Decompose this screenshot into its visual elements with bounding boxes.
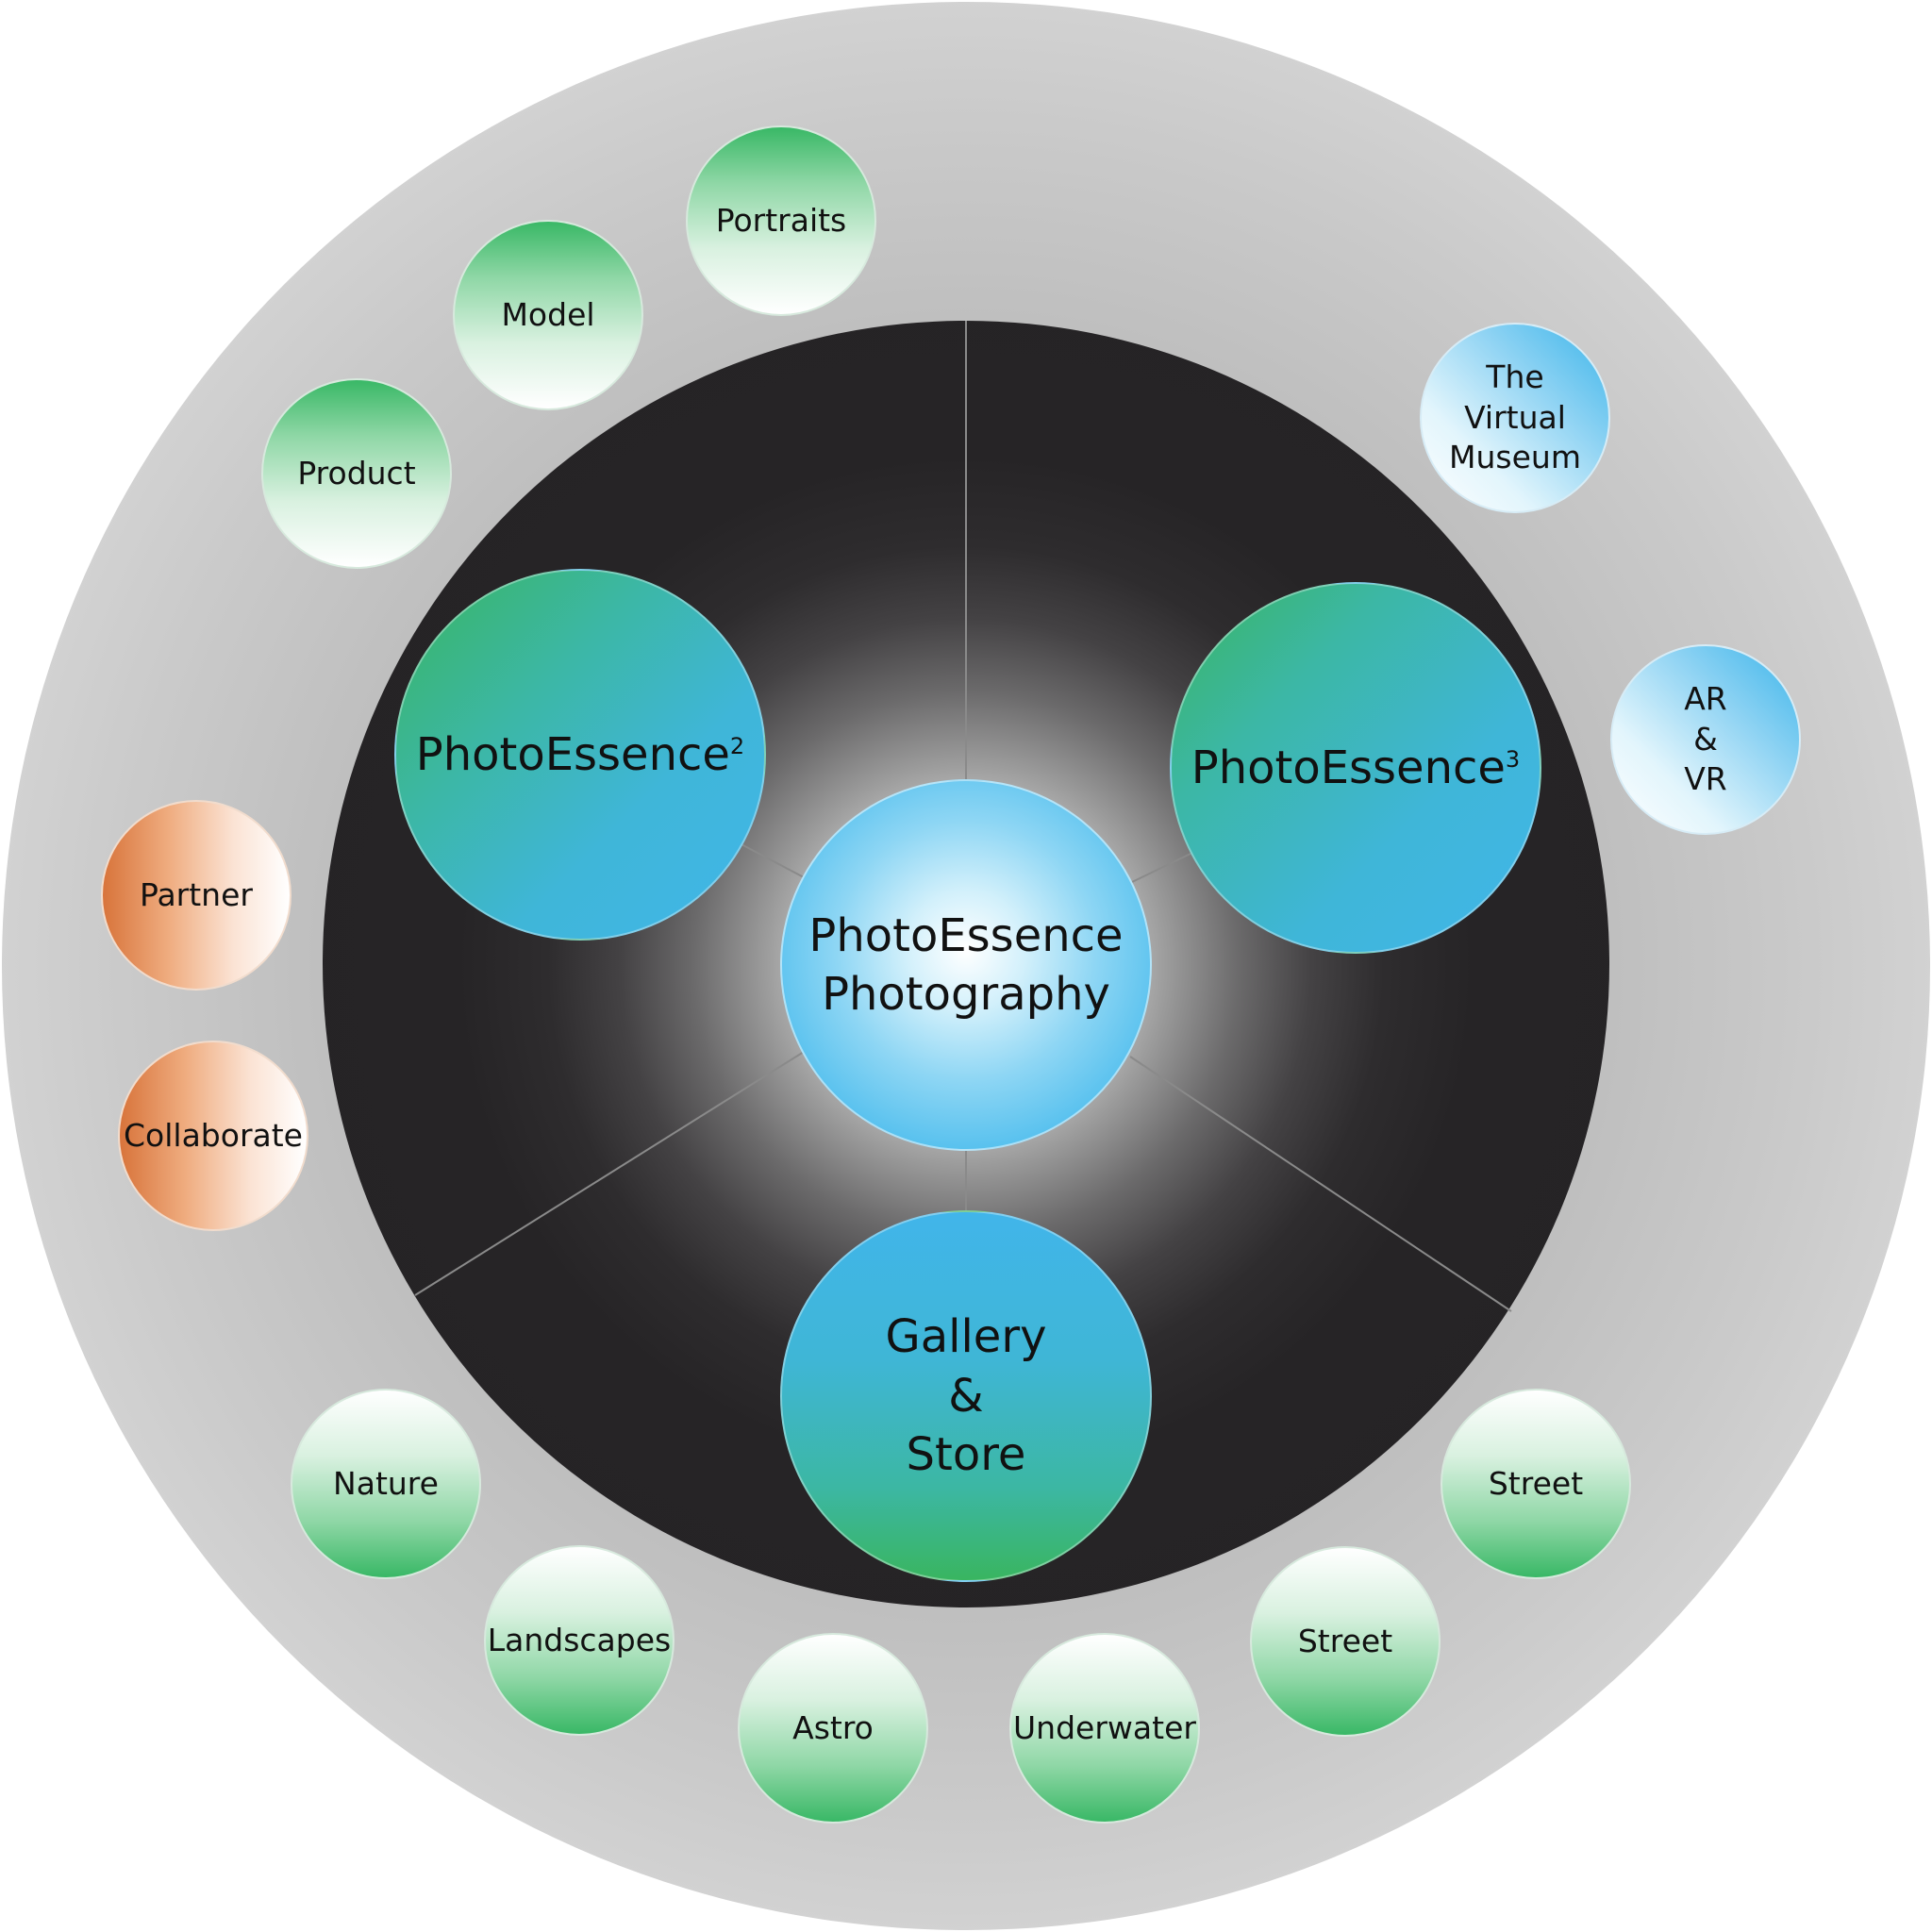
photoessence-2-node[interactable]: PhotoEssence2 bbox=[394, 569, 766, 941]
product-label: Product bbox=[297, 454, 416, 491]
connector-pe3 bbox=[1131, 852, 1193, 883]
photoessence-2-label: PhotoEssence2 bbox=[415, 727, 745, 781]
street-label-upper: Street bbox=[1488, 1464, 1584, 1502]
street-label-lower: Street bbox=[1297, 1622, 1393, 1659]
nature-node[interactable]: Nature bbox=[291, 1389, 481, 1579]
landscapes-label: Landscapes bbox=[487, 1621, 672, 1658]
partner-label: Partner bbox=[140, 875, 253, 913]
collaborate-label: Collaborate bbox=[124, 1116, 303, 1154]
gallery-store-label: Gallery & Store bbox=[885, 1310, 1047, 1482]
ar-vr-label: AR & VR bbox=[1684, 679, 1727, 798]
connector-pe2 bbox=[739, 842, 805, 878]
divider-lower-left bbox=[414, 1051, 805, 1296]
astro-node[interactable]: Astro bbox=[738, 1633, 928, 1824]
astro-label: Astro bbox=[792, 1708, 874, 1746]
divider-lower-right bbox=[1129, 1056, 1512, 1312]
photoessence-photography-label: PhotoEssence Photography bbox=[808, 908, 1124, 1021]
nature-label: Nature bbox=[333, 1464, 439, 1502]
landscapes-node[interactable]: Landscapes bbox=[484, 1545, 675, 1736]
ar-vr-node[interactable]: AR & VR bbox=[1610, 644, 1801, 835]
street-node-lower[interactable]: Street bbox=[1250, 1546, 1441, 1737]
photoessence-3-label: PhotoEssence3 bbox=[1191, 741, 1521, 794]
street-node-upper[interactable]: Street bbox=[1441, 1389, 1631, 1579]
model-node[interactable]: Model bbox=[453, 220, 643, 410]
product-node[interactable]: Product bbox=[261, 378, 452, 569]
gallery-store-node[interactable]: Gallery & Store bbox=[780, 1210, 1152, 1582]
photoessence-photography-node[interactable]: PhotoEssence Photography bbox=[780, 779, 1152, 1151]
model-label: Model bbox=[501, 295, 595, 333]
virtual-museum-label: The Virtual Museum bbox=[1449, 358, 1581, 476]
photoessence-3-node[interactable]: PhotoEssence3 bbox=[1170, 582, 1541, 954]
underwater-node[interactable]: Underwater bbox=[1009, 1633, 1200, 1824]
partner-node[interactable]: Partner bbox=[101, 800, 291, 991]
portraits-label: Portraits bbox=[715, 201, 847, 239]
virtual-museum-node[interactable]: The Virtual Museum bbox=[1420, 323, 1610, 513]
portraits-node[interactable]: Portraits bbox=[686, 125, 876, 316]
collaborate-node[interactable]: Collaborate bbox=[118, 1041, 308, 1231]
underwater-label: Underwater bbox=[1013, 1708, 1196, 1746]
